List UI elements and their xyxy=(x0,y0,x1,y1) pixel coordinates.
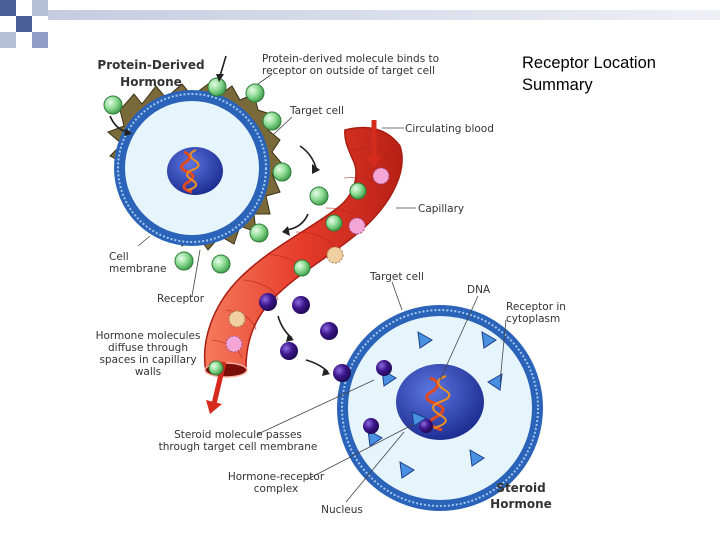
protein-hormone-molecules xyxy=(103,77,367,376)
label-receptor: Receptor xyxy=(157,293,205,305)
slide-title-line1: Receptor Location xyxy=(522,54,656,72)
label-diffuse-1: Hormone molecules xyxy=(96,330,201,342)
label-steroid-hormone-2: Hormone xyxy=(490,497,552,511)
label-dna: DNA xyxy=(467,284,491,296)
cytoplasm-receptors xyxy=(367,331,503,479)
top-gradient-bar xyxy=(48,10,720,20)
label-steroid-hormone-1: Steroid xyxy=(496,481,545,495)
upper-nucleus xyxy=(167,147,223,195)
label-receptor-cyto-2: cytoplasm xyxy=(506,313,560,325)
label-circulating-blood: Circulating blood xyxy=(405,123,494,135)
corner-square-5 xyxy=(32,32,48,48)
label-diffuse-3: spaces in capillary xyxy=(99,354,196,366)
steroid-hormone-molecules xyxy=(259,293,392,434)
label-diffuse-2: diffuse through xyxy=(108,342,188,354)
corner-square-3 xyxy=(32,0,48,16)
label-protein-hormone-2: Hormone xyxy=(120,75,182,89)
label-cell-membrane-1: Cell xyxy=(109,251,129,263)
label-target-cell-bottom: Target cell xyxy=(369,271,424,283)
label-complex-2: complex xyxy=(254,483,299,495)
label-protein-hormone-1: Protein-Derived xyxy=(97,58,204,72)
label-receptor-cyto-1: Receptor in xyxy=(506,301,566,313)
receptor-complex-sphere xyxy=(419,419,433,433)
label-diffuse-4: walls xyxy=(135,366,161,378)
corner-square-2 xyxy=(16,16,32,32)
label-binds-2: receptor on outside of target cell xyxy=(262,65,435,77)
slide-title-line2: Summary xyxy=(522,76,593,94)
upper-target-cell xyxy=(107,83,285,251)
slide-title: Receptor Location Summary xyxy=(522,52,712,96)
label-complex-1: Hormone-receptor xyxy=(228,471,325,483)
label-binds-1: Protein-derived molecule binds to xyxy=(262,53,439,65)
label-cell-membrane-2: membrane xyxy=(109,263,166,275)
arrow-heads xyxy=(124,74,330,376)
diagram-labels: Protein-Derived Hormone Protein-derived … xyxy=(96,53,566,516)
label-capillary: Capillary xyxy=(418,203,464,215)
corner-square-4 xyxy=(0,32,16,48)
label-steroid-passes-1: Steroid molecule passes xyxy=(174,429,302,441)
capillary-molecules xyxy=(225,167,390,353)
label-nucleus: Nucleus xyxy=(321,504,363,516)
corner-square-1 xyxy=(0,0,16,16)
leader-lines xyxy=(137,73,507,503)
lower-target-cell xyxy=(337,305,543,511)
label-target-cell-top: Target cell xyxy=(289,105,344,117)
label-steroid-passes-2: through target cell membrane xyxy=(159,441,318,453)
